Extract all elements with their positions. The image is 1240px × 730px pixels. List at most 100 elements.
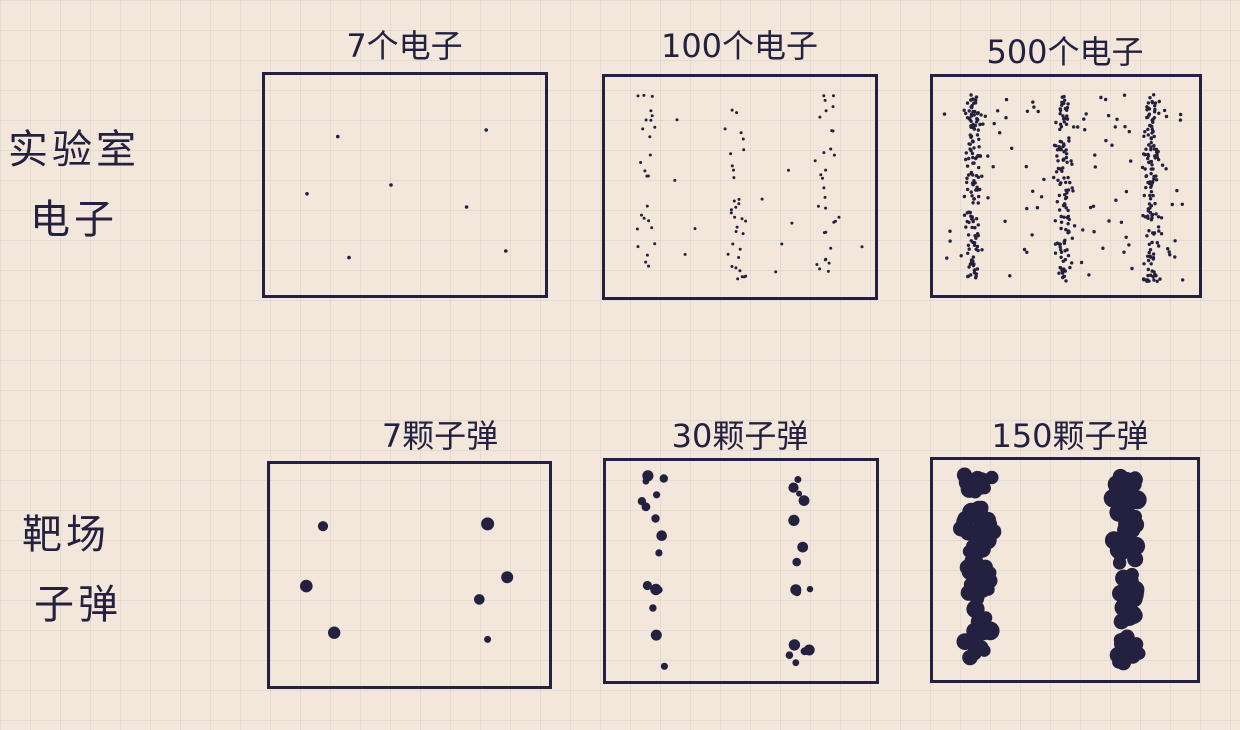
impact-dot — [1064, 152, 1069, 156]
impact-dot — [1056, 159, 1060, 163]
impact-dot — [1178, 112, 1183, 117]
impact-dot — [969, 190, 973, 194]
impact-dot — [983, 114, 987, 118]
impact-dot — [1064, 206, 1068, 210]
impact-dot — [1152, 278, 1156, 282]
impact-dot — [1150, 99, 1154, 104]
impact-dot — [1056, 166, 1061, 171]
impact-dot — [1058, 108, 1063, 113]
impact-dot — [969, 98, 973, 102]
impact-dot — [860, 245, 864, 249]
impact-dot — [742, 148, 746, 152]
impact-dot — [1059, 147, 1063, 152]
row-label-line: 实验室 — [8, 127, 140, 173]
impact-dot — [992, 121, 996, 126]
impact-dot — [1114, 613, 1130, 629]
impact-dot — [969, 114, 973, 118]
impact-dot — [1121, 572, 1139, 590]
impact-dot — [1156, 225, 1161, 229]
impact-dot — [1058, 242, 1062, 246]
impact-dot — [1145, 279, 1149, 283]
impact-dot — [733, 215, 737, 219]
impact-dot — [969, 134, 974, 138]
impact-dot — [730, 108, 734, 112]
impact-dot — [649, 118, 653, 122]
dots-canvas — [300, 517, 514, 643]
impact-dot — [1159, 216, 1164, 220]
impact-dot — [1066, 208, 1070, 213]
impact-dot — [1066, 253, 1071, 258]
impact-dot — [1127, 243, 1131, 247]
impact-dot — [830, 129, 834, 133]
impact-dot — [1062, 94, 1066, 99]
impact-dot — [1066, 102, 1070, 106]
impact-dot — [1093, 153, 1097, 157]
impact-dot — [965, 176, 969, 180]
impact-dot — [1146, 154, 1151, 158]
impact-dot — [977, 145, 981, 149]
impact-dot — [974, 217, 979, 221]
impact-dot — [792, 659, 800, 667]
impact-dot — [1062, 203, 1066, 208]
impact-dot — [1157, 244, 1161, 248]
impact-dot — [1076, 125, 1080, 129]
impact-dot — [723, 127, 727, 131]
impact-dot — [1173, 255, 1177, 259]
impact-dot — [774, 270, 778, 274]
impact-dot — [1146, 258, 1151, 263]
impact-dot — [501, 571, 514, 584]
impact-dot — [1148, 248, 1153, 252]
impact-dot — [1145, 234, 1149, 238]
impact-dot — [1157, 229, 1161, 233]
impact-dot — [1060, 100, 1064, 105]
impact-dot — [956, 467, 973, 483]
panel-bullets-7 — [267, 461, 552, 689]
impact-dot — [824, 206, 828, 210]
impact-dot — [1151, 117, 1155, 122]
impact-dot — [1148, 197, 1153, 201]
impact-dot — [816, 204, 820, 208]
impact-dot — [970, 105, 974, 110]
impact-dot — [650, 114, 654, 118]
impact-dot — [942, 112, 947, 116]
impact-dot — [650, 629, 662, 641]
impact-dot — [1170, 202, 1174, 207]
impact-dot — [1144, 147, 1148, 151]
impact-dot — [971, 155, 975, 160]
impact-dot — [1064, 195, 1069, 200]
impact-dot — [972, 146, 976, 150]
impact-dot — [969, 125, 973, 129]
impact-dot — [739, 131, 743, 135]
impact-dot — [729, 211, 733, 215]
impact-dot — [796, 490, 803, 497]
impact-dot — [1150, 125, 1154, 129]
impact-dot — [1058, 265, 1062, 270]
impact-dot — [803, 644, 815, 656]
impact-dot — [1036, 109, 1040, 114]
row-label-line: 电子 — [30, 197, 118, 243]
impact-dot — [1146, 273, 1150, 278]
impact-dot — [964, 157, 968, 162]
impact-dot — [1152, 144, 1156, 148]
impact-dot — [974, 247, 978, 251]
impact-dot — [1062, 143, 1066, 147]
impact-dot — [975, 133, 980, 137]
impact-dot — [1084, 112, 1088, 116]
impact-dot — [962, 545, 976, 558]
impact-dot — [1154, 212, 1158, 216]
impact-dot — [1061, 166, 1065, 170]
impact-dot — [1153, 201, 1157, 206]
impact-dot — [979, 113, 983, 117]
impact-dot — [969, 170, 974, 175]
impact-dot — [826, 269, 830, 273]
impact-dot — [1146, 115, 1150, 119]
impact-dot — [1062, 157, 1066, 161]
impact-dot — [822, 151, 826, 155]
impact-dot — [970, 139, 975, 143]
impact-dot — [647, 219, 651, 223]
impact-dot — [646, 174, 650, 178]
impact-dot — [1146, 216, 1150, 220]
impact-dot — [1159, 232, 1164, 236]
impact-dot — [1147, 160, 1151, 165]
impact-dot — [973, 101, 978, 105]
